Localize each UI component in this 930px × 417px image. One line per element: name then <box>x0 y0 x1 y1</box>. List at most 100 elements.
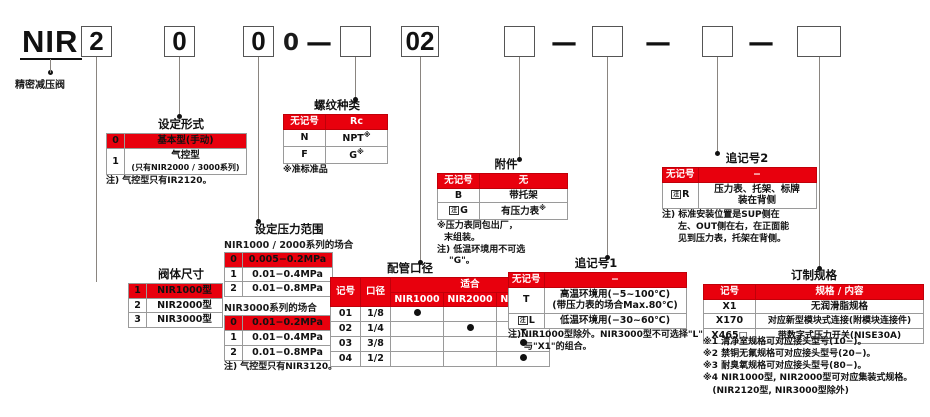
valve-size-block: 阀体尺寸 1 NIR1000型 2 NIR2000型 3 NIR3000型 <box>128 267 234 329</box>
code-box-thread-type[interactable] <box>340 26 371 57</box>
cell-bore: 1/2 <box>360 351 391 367</box>
header-fit-nir1000: NIR1000 <box>390 291 444 308</box>
table-row: N NPT※ <box>283 128 388 147</box>
accessory-note-2: 末组装。 <box>444 233 481 244</box>
table-row: 0 0.005−0.2MPa <box>224 251 333 268</box>
table-row: 3 NIR3000型 <box>128 312 223 329</box>
leader-valve-size <box>96 57 98 282</box>
model-caption: 精密减压阀 <box>15 80 65 91</box>
table-row: 1 NIR1000型 <box>128 282 223 299</box>
cell-value-text: NPT <box>342 132 364 144</box>
thread-type-dot <box>353 97 358 102</box>
fit-dot <box>466 324 474 332</box>
mark2-note-3: 见到压力表，托架在背侧。 <box>678 233 787 244</box>
note-marker: 注 <box>517 316 528 326</box>
pressure-range-group1-label: NIR1000 / 2000系列的场合 <box>224 239 354 251</box>
setting-type-block: 设定形式 0 基本型(手动) 1 气控型 (只有NIR2000 / 3000系列… <box>106 118 256 188</box>
header-rc: Rc <box>325 113 388 130</box>
cell-symbol: 2 <box>224 281 243 298</box>
cell-bore: 1/8 <box>360 306 391 323</box>
cell-fit <box>390 351 444 367</box>
cell-symbol: X170 <box>703 313 756 330</box>
header-no-symbol: 无记号 <box>662 166 699 183</box>
cell-fit <box>390 336 444 353</box>
pressure-range-table-2: 0 0.01−0.2MPa 1 0.01−0.4MPa 2 0.01−0.8MP… <box>224 315 333 361</box>
thread-type-table: 无记号 Rc N NPT※ F G※ <box>283 113 388 164</box>
header-none: 无 <box>479 172 568 189</box>
mark1-dot <box>605 255 610 260</box>
leader-mark2 <box>717 57 719 154</box>
mark2-dot <box>715 151 720 156</box>
piping-title: 配管口径 <box>387 261 433 275</box>
table-header-row: 无记号 无 <box>437 172 568 189</box>
leader-pressure-range <box>258 57 260 222</box>
table-row: 0 基本型(手动) <box>106 132 247 149</box>
pressure-range-note: 注) 气控型只有NIR3120。 <box>224 361 338 372</box>
leader-setting-type <box>179 57 181 118</box>
footnotes-block: ※1 清净室规格可对应接头型号(10−)。 ※2 禁铜无氟规格可对应接头型号(2… <box>703 336 930 397</box>
code-box-valve-size[interactable]: 2 <box>81 26 112 57</box>
cell-fit <box>443 351 497 367</box>
cell-desc: 无润滑脂规格 <box>755 298 924 315</box>
table-row: 2 0.01−0.8MPa <box>224 281 333 298</box>
code-box-mark2[interactable] <box>702 26 733 57</box>
mark1-note-2: 与"X1"的组合。 <box>524 341 592 352</box>
valve-size-title: 阀体尺寸 <box>158 267 204 281</box>
setting-type-table: 0 基本型(手动) 1 气控型 (只有NIR2000 / 3000系列) <box>106 132 247 176</box>
cell-value-text: G <box>349 149 357 161</box>
cell-symbol: 0 <box>224 315 243 332</box>
code-box-setting-type[interactable]: 0 <box>164 26 195 57</box>
cell-symbol-text: L <box>528 315 535 327</box>
cell-value-mark: ※ <box>357 147 364 156</box>
table-header-row: 无记号 Rc <box>283 113 388 130</box>
cell-desc: 0.01−0.2MPa <box>242 315 333 332</box>
code-box-piping[interactable]: 02 <box>401 26 439 57</box>
cell-symbol: 02 <box>330 321 361 338</box>
code-box-custom-spec[interactable] <box>797 26 841 57</box>
thread-type-note: ※准标准品 <box>283 164 328 175</box>
cell-symbol: 1 <box>224 266 243 283</box>
setting-type-dot <box>177 114 182 119</box>
model-prefix-underline <box>20 58 82 60</box>
cell-symbol: 0 <box>106 132 125 149</box>
cell-desc-line1: 高温环境用(−5~100℃) <box>559 288 671 300</box>
leader-piping <box>420 57 422 263</box>
table-row: (只有NIR2000 / 3000系列) <box>107 162 247 176</box>
cell-desc: 高温环境用(−5~100℃) (带压力表的场合Max.80℃) <box>543 286 687 315</box>
cell-desc: 0.01−0.8MPa <box>242 281 333 298</box>
cell-symbol: X1 <box>703 298 756 315</box>
cell-symbol: 2 <box>128 297 147 314</box>
leader-custom-spec <box>819 57 821 269</box>
code-dash-1: — <box>306 28 332 58</box>
pressure-range-title: 设定压力范围 <box>254 222 324 236</box>
code-box-mark1[interactable] <box>592 26 623 57</box>
cell-desc: NIR1000型 <box>146 282 223 299</box>
leader-thread-type <box>355 57 357 101</box>
code-box-pressure-range[interactable]: 0 <box>243 26 274 57</box>
code-dash-4: — <box>748 28 774 58</box>
custom-spec-table: 记号 规格 / 内容 X1 无润滑脂规格 X170 对应新型模块式连接(附模块连… <box>703 283 924 345</box>
cell-desc-sub: (只有NIR2000 / 3000系列) <box>124 162 247 176</box>
cell-symbol: 04 <box>330 351 361 367</box>
fit-dot <box>519 354 527 362</box>
setting-type-note: 注) 气控型只有IR2120。 <box>106 176 212 187</box>
table-header-row: 无记号 − <box>508 271 687 288</box>
cell-bore: 1/4 <box>360 321 391 338</box>
cell-desc: 带托架 <box>479 187 568 204</box>
cell-fit <box>443 336 497 353</box>
custom-spec-title: 订制规格 <box>791 268 837 282</box>
thread-type-title: 螺纹种类 <box>314 98 360 112</box>
fit-dot <box>413 309 421 317</box>
header-bore: 口径 <box>360 276 391 308</box>
pressure-range-table-1: 0 0.005−0.2MPa 1 0.01−0.4MPa 2 0.01−0.8M… <box>224 251 333 298</box>
header-dash: − <box>543 271 687 288</box>
mark1-note-1: 注)NIR1000型除外。NIR3000型不可选择"L" <box>508 330 703 341</box>
code-dash-3: — <box>645 28 671 58</box>
code-box-accessory[interactable] <box>504 26 535 57</box>
